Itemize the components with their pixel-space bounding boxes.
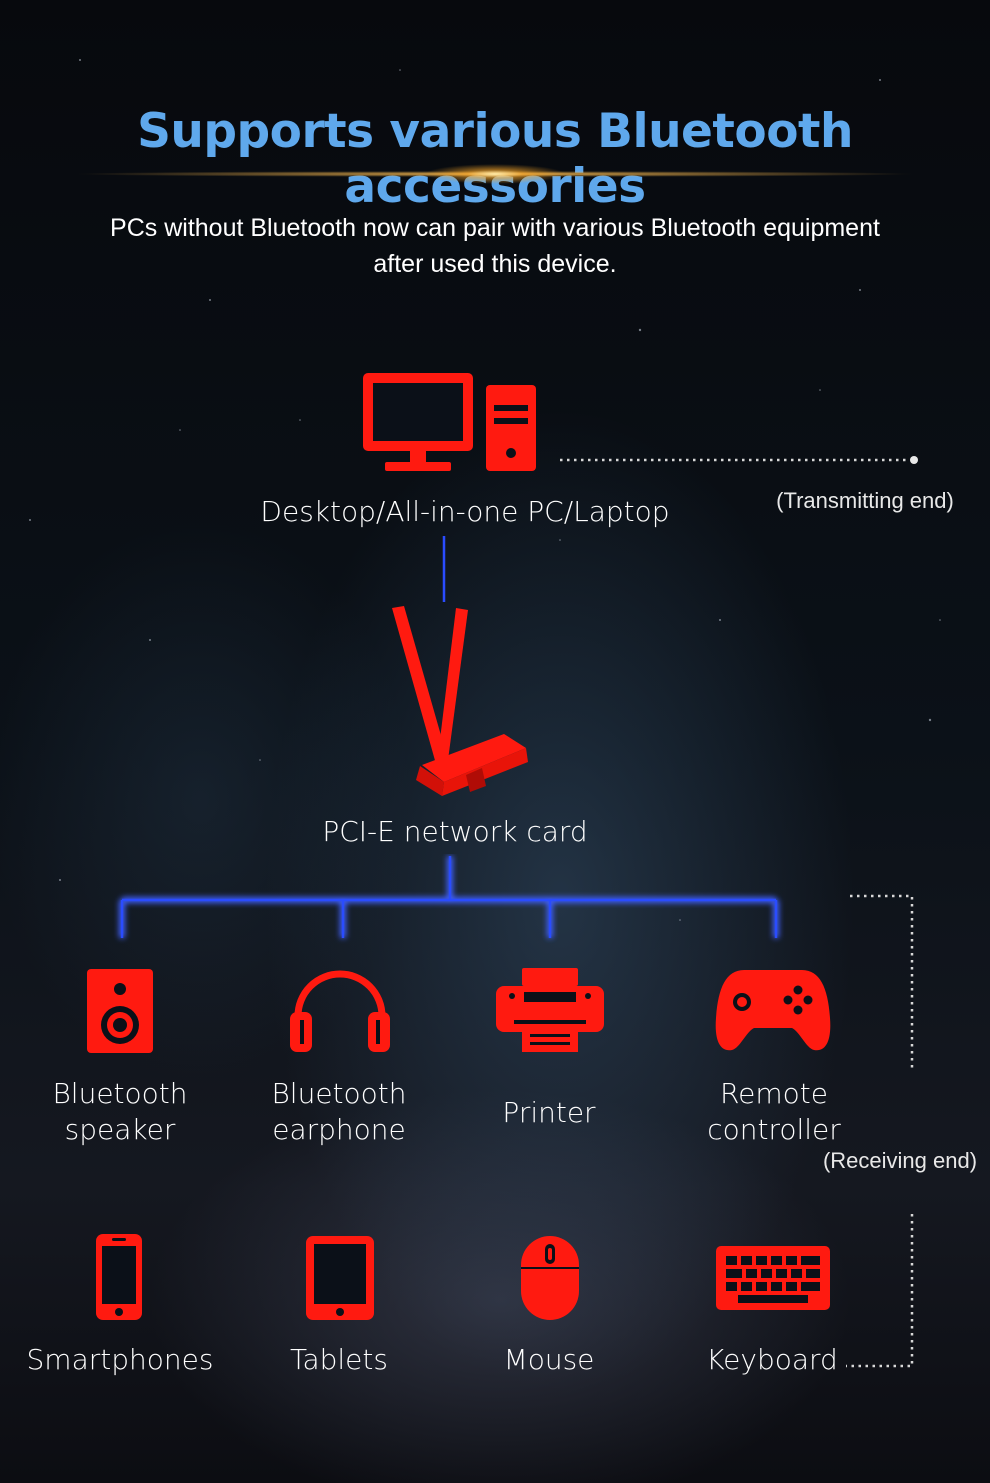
desktop-label: Desktop/All-in-one PC/Laptop [260, 495, 670, 528]
desktop-computer-icon [363, 373, 536, 471]
pcie-card-icon [392, 606, 528, 796]
smartphone-icon [96, 1234, 142, 1320]
smartphones-label: Smartphones [26, 1343, 214, 1376]
receiving-end-label: (Receiving end) [822, 1148, 978, 1173]
transmitting-dotted-line [560, 456, 918, 464]
page-subtitle: PCs without Bluetooth now can pair with … [110, 214, 880, 278]
speaker-icon [87, 969, 153, 1053]
receiving-dotted-bracket [846, 894, 914, 1368]
mouse-icon [521, 1236, 579, 1320]
pc-to-card-connector [441, 536, 447, 602]
printer-label: Printer [502, 1096, 596, 1129]
tablets-label: Tablets [290, 1343, 388, 1376]
transmitting-end-label: (Transmitting end) [776, 488, 954, 513]
keyboard-icon [716, 1246, 830, 1310]
tablet-icon [306, 1236, 374, 1320]
title-glow-divider [60, 160, 930, 200]
mouse-label: Mouse [503, 1343, 595, 1376]
printer-icon [496, 968, 604, 1052]
pcie-card-label: PCI-E network card [322, 815, 588, 848]
gamepad-icon [715, 970, 831, 1051]
keyboard-label: Keyboard [706, 1343, 838, 1376]
distribution-tree-connector [119, 856, 779, 938]
headphones-icon [290, 970, 390, 1052]
